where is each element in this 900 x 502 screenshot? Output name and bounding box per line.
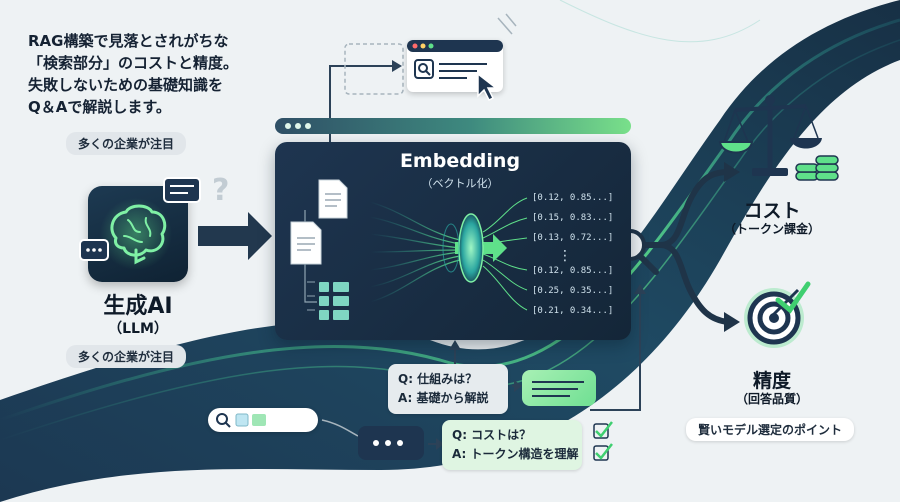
vector-row: [0.12, 0.85...] [532,193,614,203]
cost-title: コスト [743,200,801,222]
browser-illustration [407,40,503,79]
embedding-subtitle: （ベクトル化） [421,177,499,190]
chat-bubble-dark-icon [358,426,424,460]
chat-bubble-icon [522,370,596,406]
vector-row: [0.21, 0.34...] [532,306,614,316]
qa-question: Q: 仕組みは？ [398,372,478,386]
window-bar [275,118,631,134]
intro-line-1: RAG構築で見落とされがちな [28,32,229,50]
intro-text: RAG構築で見落とされがちな 「検索部分」のコストと精度。 失敗しないための基礎… [28,30,298,118]
question-mark-icon: ? [212,173,229,208]
embedding-title: Embedding [399,150,521,172]
qa-box-mechanism: Q: 仕組みは？ A: 基礎から解説 [388,364,508,414]
cursor-icon [477,72,499,102]
window-dot [305,123,311,129]
badge-top: 多くの企業が注目 [66,132,187,155]
target-icon [744,281,811,348]
precision-subtitle: （回答品質） [735,392,808,406]
chat-bubble-icon [163,177,201,203]
gen-ai-subtitle: （LLM） [108,321,168,337]
coins-icon [795,155,839,181]
search-bar-icons [216,413,266,428]
intro-line-3: 失敗しないための基礎知識を [28,76,224,94]
qa-question: Q: コストは？ [452,428,532,442]
chat-bubble-small-icon [79,239,109,261]
search-bar-illustration [208,408,318,432]
chat-lines-icon [532,381,584,397]
vector-row: [0.13, 0.72...] [532,233,614,243]
intro-line-2: 「検索部分」のコストと精度。 [28,54,239,72]
embedding-panel: ⋮ [275,142,631,340]
window-dot [295,123,301,129]
qa-box-cost: Q: コストは？ A: トークン構造を理解 [442,420,582,470]
intro-line-4: Q＆Aで解説します。 [28,98,171,116]
qa-answer: A: 基礎から解説 [398,391,489,405]
window-dot [285,123,291,129]
vector-row: [0.25, 0.35...] [532,286,614,296]
badge-bottom: 多くの企業が注目 [66,345,187,368]
chat-dots-icon [373,440,403,446]
brain-icon [100,198,172,270]
precision-title: 精度 [752,370,791,392]
checkmark-icon [593,421,613,461]
gen-ai-title: 生成AI [103,294,173,319]
cost-subtitle: （トークン課金） [723,222,820,236]
vector-row: [0.15, 0.83...] [532,213,614,223]
vector-row: [0.12, 0.85...] [532,266,614,276]
qa-answer: A: トークン構造を理解 [452,447,579,461]
svg-text:⋮: ⋮ [558,248,572,264]
embedding-illustration: ⋮ [290,179,572,320]
scale-icon [718,95,822,176]
arrow-to-embedding-icon [198,212,272,260]
model-selection-badge: 賢いモデル選定のポイント [686,418,855,441]
